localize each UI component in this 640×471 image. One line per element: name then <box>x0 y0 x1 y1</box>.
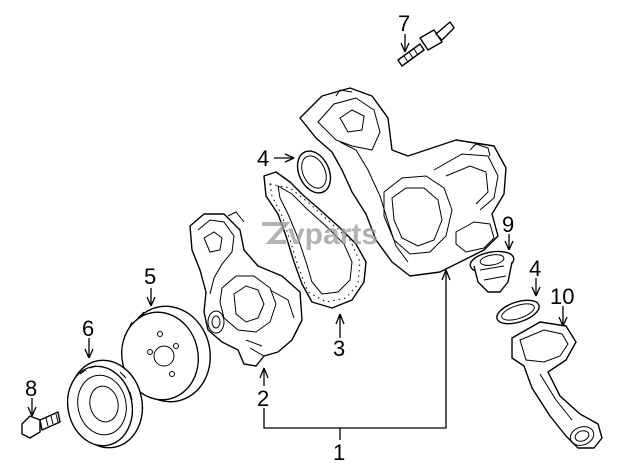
callout-8: 8 <box>25 376 37 401</box>
stud-bolt-part-7[interactable] <box>397 21 455 67</box>
leader-1-left <box>263 408 341 440</box>
leader-2 <box>259 367 269 386</box>
leader-7 <box>400 34 410 53</box>
pulley-part-6[interactable] <box>60 353 150 454</box>
leader-1-right <box>340 270 447 429</box>
ring-seal-part-4-upper[interactable] <box>291 146 337 199</box>
callout-6: 6 <box>82 316 94 341</box>
water-pump-part-2[interactable] <box>189 211 303 367</box>
leader-5 <box>146 288 156 307</box>
leader-8 <box>27 398 37 417</box>
leader-lines <box>27 34 568 440</box>
leader-4-upper <box>274 153 295 163</box>
callout-9: 9 <box>502 212 514 237</box>
callout-2: 2 <box>257 386 269 411</box>
bolt-part-8[interactable] <box>21 411 61 439</box>
o-ring-part-4-lower[interactable] <box>494 296 542 329</box>
water-pump-housing-part-1[interactable] <box>299 87 507 277</box>
leader-4-lower <box>531 278 541 297</box>
leader-10 <box>558 306 568 327</box>
callout-7: 7 <box>398 11 410 36</box>
thermostat-part-9[interactable] <box>469 248 516 293</box>
gasket-part-3[interactable] <box>263 171 367 309</box>
watermark: vparts <box>262 218 378 251</box>
leader-1-arrow <box>441 269 451 281</box>
outlet-pipe-part-10[interactable] <box>511 321 603 449</box>
leader-3 <box>335 313 345 338</box>
pulley-part-5[interactable] <box>114 298 219 409</box>
leader-6 <box>84 338 94 359</box>
callout-1: 1 <box>333 440 345 465</box>
callout-labels: 1 2 3 4 4 5 6 7 8 9 10 <box>25 11 574 465</box>
callout-4-upper: 4 <box>257 146 269 171</box>
callout-4-lower: 4 <box>529 256 541 281</box>
callout-10: 10 <box>550 284 574 309</box>
leader-9 <box>504 234 514 251</box>
callout-3: 3 <box>333 336 345 361</box>
watermark-text: vparts <box>288 218 378 251</box>
callout-5: 5 <box>144 264 156 289</box>
